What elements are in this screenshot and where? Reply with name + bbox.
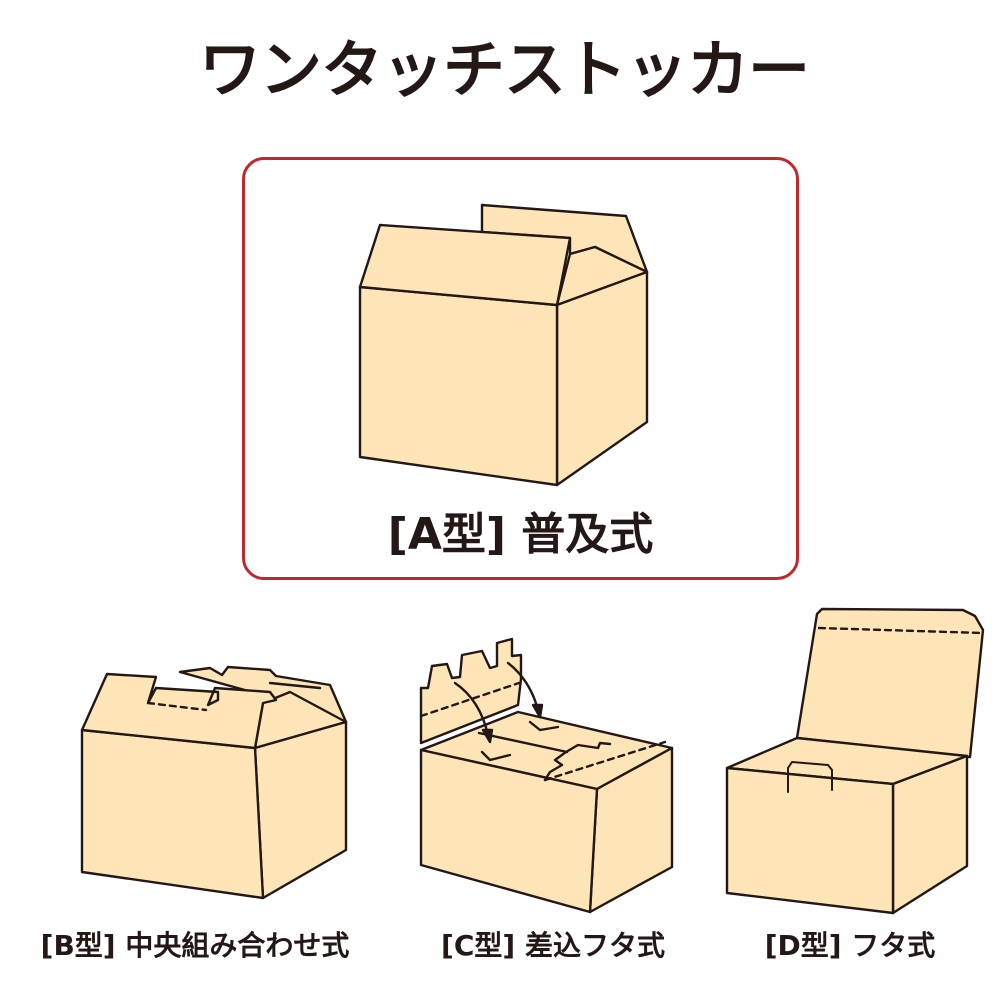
featured-type-a-card[interactable]	[242, 157, 799, 580]
variant-c-label: [C型] 差込フタ式	[441, 929, 665, 962]
variant-b-label: [B型] 中央組み合わせ式	[40, 929, 350, 962]
box-center-interlock-icon	[80, 665, 348, 900]
box-regular-slotted-icon	[358, 203, 649, 487]
box-tuck-lid-icon	[419, 637, 674, 914]
variant-d-label: [D型] フタ式	[764, 929, 936, 962]
featured-type-a-label: [A型] 普及式	[387, 509, 654, 560]
page-title: ワンタッチストッカー	[198, 33, 810, 106]
box-hinged-lid-icon	[725, 607, 985, 915]
